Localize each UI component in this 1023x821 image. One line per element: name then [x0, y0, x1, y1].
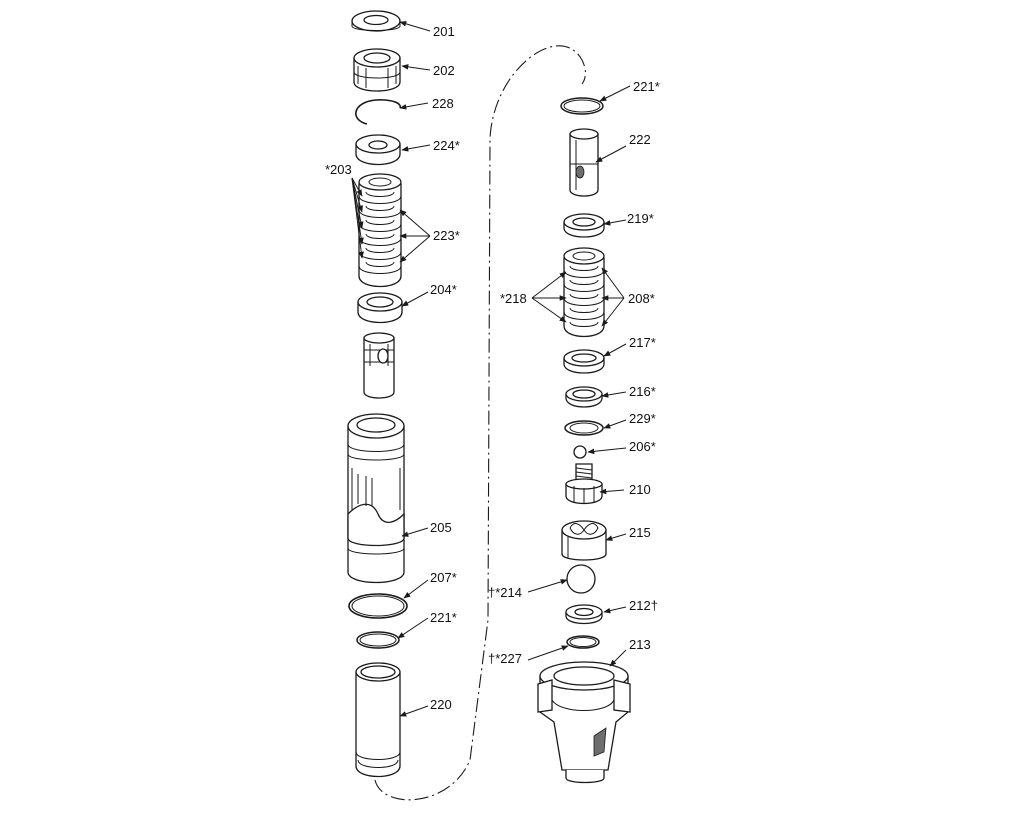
part-221-o-ring-left [356, 631, 400, 649]
callout-220: 220 [430, 697, 452, 712]
callout-213: 213 [629, 637, 651, 652]
callout-229: 229* [629, 411, 656, 426]
part-227-o-ring [566, 635, 600, 649]
callout-212: 212† [629, 598, 658, 613]
part-222-piston [569, 128, 599, 197]
part-202-nut [353, 48, 401, 92]
callout-227: †*227 [488, 651, 522, 666]
part-203-223-packing-stack [358, 173, 402, 288]
callout-224: 224* [433, 138, 460, 153]
callout-201: 201 [433, 24, 455, 39]
callout-203: *203 [325, 162, 352, 177]
callout-205: 205 [430, 520, 452, 535]
part-224-gland [355, 134, 401, 166]
callout-223: 223* [433, 228, 460, 243]
assembly-path-line [374, 45, 586, 801]
callout-210: 210 [629, 482, 651, 497]
part-204-bearing [357, 292, 403, 324]
callout-219: 219* [627, 211, 654, 226]
part-219-ring [563, 213, 605, 238]
callout-206: 206* [629, 439, 656, 454]
part-217-ring [563, 349, 605, 374]
callout-labels: 201 202 228 224* *203 223* 204* 205 207*… [325, 24, 660, 712]
callout-204: 204* [430, 282, 457, 297]
part-216-ring [565, 386, 603, 408]
part-206-ball [573, 445, 587, 459]
part-218-208-packing-stack [563, 247, 605, 338]
part-213-foot-valve-housing [537, 661, 631, 784]
callout-218: *218 [500, 291, 527, 306]
part-215-cage [561, 520, 607, 561]
part-201-washer [351, 10, 401, 32]
part-228-snap-ring [355, 99, 402, 125]
part-207-o-ring [348, 593, 408, 619]
callout-222: 222 [629, 132, 651, 147]
part-piston-rod [363, 332, 395, 399]
part-210-fitting [565, 463, 603, 505]
callout-221-left: 221* [430, 610, 457, 625]
callout-208: 208* [628, 291, 655, 306]
part-212-seat [565, 604, 603, 625]
callout-202: 202 [433, 63, 455, 78]
part-221-o-ring-right [560, 97, 604, 115]
callout-216: 216* [629, 384, 656, 399]
part-214-ball [566, 564, 596, 594]
callout-215: 215 [629, 525, 651, 540]
part-205-cylinder-housing [347, 413, 405, 584]
callout-214: †*214 [488, 585, 522, 600]
callout-217: 217* [629, 335, 656, 350]
part-229-ring [564, 420, 604, 436]
part-220-sleeve [355, 662, 401, 778]
callout-228: 228 [432, 96, 454, 111]
callout-221-right: 221* [633, 79, 660, 94]
leader-lines [351, 21, 631, 717]
callout-207: 207* [430, 570, 457, 585]
